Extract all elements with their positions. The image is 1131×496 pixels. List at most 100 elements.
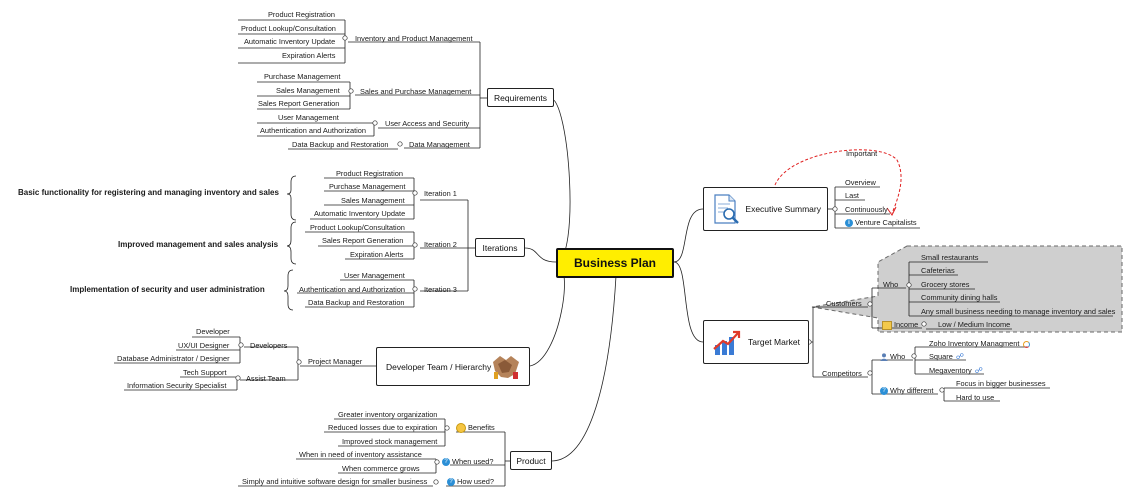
- assist-team-topic[interactable]: Assist Team: [246, 374, 286, 383]
- executive-summary-topic[interactable]: Executive Summary: [703, 187, 828, 231]
- iteration-item[interactable]: Data Backup and Restoration: [308, 298, 405, 307]
- when-item[interactable]: When in need of inventory assistance: [299, 450, 422, 459]
- developer-item[interactable]: UX/UI Designer: [178, 341, 230, 350]
- iteration-item[interactable]: User Management: [344, 271, 405, 280]
- req-item[interactable]: Data Backup and Restoration: [292, 140, 389, 149]
- why-item[interactable]: Focus in bigger businesses: [956, 379, 1046, 388]
- handshake-icon: [493, 356, 519, 379]
- target-market-topic[interactable]: Target Market: [703, 320, 809, 364]
- req-item[interactable]: Expiration Alerts: [282, 51, 336, 60]
- req-item[interactable]: Purchase Management: [264, 72, 341, 81]
- iteration-item[interactable]: Purchase Management: [329, 182, 406, 191]
- iteration-item[interactable]: Authentication and Authorization: [299, 285, 406, 294]
- sales-management-topic[interactable]: Sales and Purchase Management: [360, 87, 472, 96]
- who-item[interactable]: Grocery stores: [921, 280, 970, 289]
- who-item[interactable]: Community dining halls: [921, 293, 998, 302]
- link-icon[interactable]: ☍: [974, 366, 983, 375]
- assist-item[interactable]: Information Security Specialist: [127, 381, 227, 390]
- iteration-2-summary[interactable]: Improved management and sales analysis: [118, 240, 279, 249]
- competitor-item[interactable]: Zoho Inventory Managment: [929, 339, 1031, 348]
- project-manager-topic[interactable]: Project Manager: [308, 357, 363, 366]
- who-topic[interactable]: Who: [883, 280, 899, 289]
- relation-arrowhead: [886, 206, 897, 216]
- team-label: Developer Team / Hierarchy: [386, 361, 492, 372]
- competitor-name: Square: [929, 352, 953, 361]
- benefit-item[interactable]: Improved stock management: [342, 437, 438, 446]
- requirements-topic[interactable]: Requirements: [487, 88, 554, 107]
- iteration-3-summary[interactable]: Implementation of security and user admi…: [70, 285, 265, 294]
- iteration-1-topic[interactable]: Iteration 1: [424, 189, 457, 198]
- executive-item[interactable]: Overview: [845, 178, 876, 187]
- who-item[interactable]: Cafeterias: [921, 266, 955, 275]
- refresh-icon: [1023, 340, 1031, 348]
- customers-topic[interactable]: Customers: [826, 299, 862, 308]
- question-icon: ?: [880, 387, 888, 396]
- product-topic[interactable]: Product: [510, 451, 552, 470]
- benefit-item[interactable]: Reduced losses due to expiration: [328, 423, 438, 432]
- income-topic[interactable]: Income: [882, 320, 918, 330]
- req-item[interactable]: Sales Management: [276, 86, 340, 95]
- executive-item[interactable]: Last: [845, 191, 859, 200]
- competitor-name: Zoho Inventory Managment: [929, 339, 1020, 348]
- smiley-icon: [456, 423, 466, 434]
- req-item[interactable]: Product Registration: [268, 10, 335, 19]
- relation-label[interactable]: Important: [846, 149, 878, 158]
- iteration-item[interactable]: Automatic Inventory Update: [314, 209, 406, 218]
- who-item[interactable]: Any small business needing to manage inv…: [921, 307, 1116, 316]
- iteration-item[interactable]: Expiration Alerts: [350, 250, 404, 259]
- venture-label: Venture Capitalists: [855, 218, 917, 227]
- iteration-3-topic[interactable]: Iteration 3: [424, 285, 457, 294]
- why-different-topic[interactable]: ?Why different: [880, 386, 934, 396]
- assist-item[interactable]: Tech Support: [183, 368, 227, 377]
- how-used-topic[interactable]: ?How used?: [447, 477, 494, 487]
- when-used-topic[interactable]: ?When used?: [442, 457, 494, 467]
- iteration-2-topic[interactable]: Iteration 2: [424, 240, 457, 249]
- executive-summary-label: Executive Summary: [745, 204, 821, 214]
- executive-item[interactable]: Continuously: [845, 205, 888, 214]
- question-icon: ?: [447, 478, 455, 487]
- income-value[interactable]: Low / Medium Income: [938, 320, 1011, 329]
- question-icon: ?: [442, 458, 450, 467]
- competitor-who-label: Who: [890, 352, 906, 361]
- req-item[interactable]: Product Lookup/Consultation: [241, 24, 336, 33]
- growth-chart-icon: [713, 330, 741, 355]
- competitor-who-topic[interactable]: Who: [880, 352, 906, 362]
- iteration-item[interactable]: Product Lookup/Consultation: [310, 223, 405, 232]
- why-different-label: Why different: [890, 386, 934, 395]
- competitors-topic[interactable]: Competitors: [822, 369, 862, 378]
- user-access-topic[interactable]: User Access and Security: [385, 119, 470, 128]
- central-topic[interactable]: Business Plan: [556, 248, 674, 278]
- req-item[interactable]: Sales Report Generation: [258, 99, 340, 108]
- iterations-topic[interactable]: Iterations: [475, 238, 525, 257]
- how-item[interactable]: Simply and intuitive software design for…: [242, 477, 428, 486]
- why-item[interactable]: Hard to use: [956, 393, 995, 402]
- benefit-item[interactable]: Greater inventory organization: [338, 410, 438, 419]
- developer-item[interactable]: Developer: [196, 327, 230, 336]
- competitor-name: Megaventory: [929, 366, 972, 375]
- iteration-1-summary[interactable]: Basic functionality for registering and …: [18, 188, 279, 197]
- developers-topic[interactable]: Developers: [250, 341, 288, 350]
- req-item[interactable]: Authentication and Authorization: [260, 126, 367, 135]
- req-item[interactable]: Automatic Inventory Update: [244, 37, 336, 46]
- relation-line: [774, 149, 902, 214]
- req-item[interactable]: User Management: [278, 113, 339, 122]
- benefits-topic[interactable]: Benefits: [456, 423, 495, 434]
- inventory-management-topic[interactable]: Inventory and Product Management: [355, 34, 473, 43]
- when-item[interactable]: When commerce grows: [342, 464, 420, 473]
- who-item[interactable]: Small restaurants: [921, 253, 979, 262]
- iteration-item[interactable]: Sales Management: [341, 196, 405, 205]
- competitor-item[interactable]: Megaventory ☍: [929, 366, 983, 375]
- developer-item[interactable]: Database Administrator / Designer: [117, 354, 230, 363]
- iteration-item[interactable]: Product Registration: [336, 169, 403, 178]
- team-topic[interactable]: Developer Team / Hierarchy: [376, 347, 530, 386]
- iteration-item[interactable]: Sales Report Generation: [322, 236, 404, 245]
- data-management-topic[interactable]: Data Management: [409, 140, 470, 149]
- document-search-icon: [714, 194, 739, 224]
- competitor-item[interactable]: Square ☍: [929, 352, 964, 361]
- link-icon[interactable]: ☍: [955, 352, 965, 361]
- income-label: Income: [894, 320, 919, 329]
- how-used-label: How used?: [457, 477, 494, 486]
